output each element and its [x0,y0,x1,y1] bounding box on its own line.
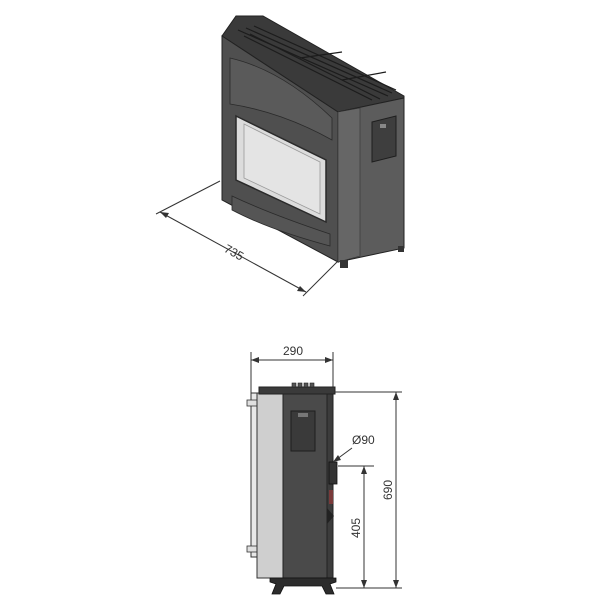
width-dimension [155,180,338,297]
side-door-handle [380,124,386,128]
isometric-view: 735 [155,15,405,297]
height-dimension [334,391,402,589]
flue-height-dimension [338,465,374,588]
front-upper-panel [229,57,333,141]
side-view: 290 Ø90 [246,344,402,595]
rear-plate-bottom-bracket [246,545,258,553]
rear-plate-top-bracket [246,399,258,407]
stove-foot-front [340,260,348,268]
top-grille-side [291,382,315,388]
top-grille [237,25,397,101]
flue-diameter-leader [332,447,353,463]
height-dimension-label: 690 [381,480,395,500]
glass-inner-edge [243,123,321,215]
front-detail-bracket [327,508,334,524]
front-detail-red [329,490,333,504]
flue-diameter-label: Ø90 [352,433,375,447]
depth-dimension-label: 290 [283,344,303,358]
stove-foot-back [398,246,404,252]
side-access-door [371,115,397,163]
front-bottom-plinth [231,195,331,247]
width-dimension-label: 735 [222,242,247,264]
flue-height-label: 405 [349,518,363,538]
side-view-door-handle [298,413,308,417]
stove-base-stand [269,577,337,595]
rear-plate [250,392,258,558]
flue-pipe [328,461,338,485]
front-edge-strip [326,392,334,579]
side-view-access-door [290,410,316,452]
side-chamfer [337,107,361,263]
side-cladding-panel [256,392,284,579]
top-cap [258,386,336,395]
